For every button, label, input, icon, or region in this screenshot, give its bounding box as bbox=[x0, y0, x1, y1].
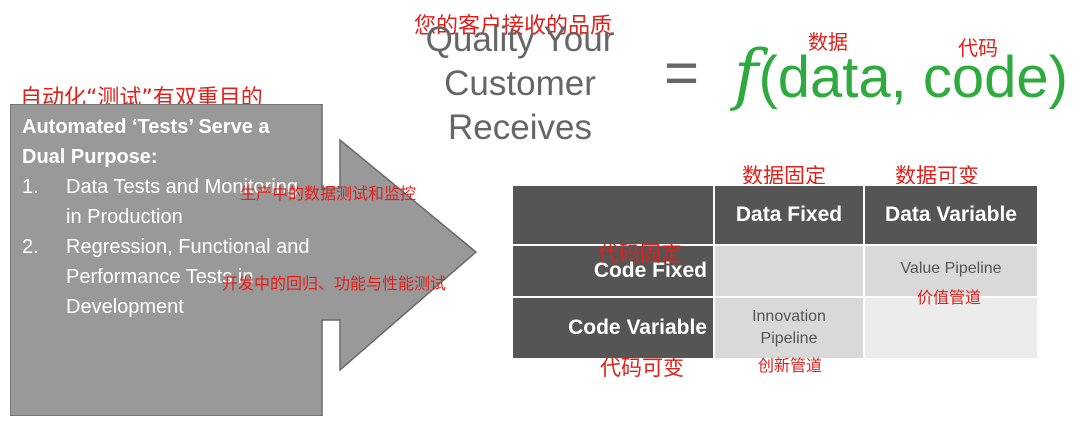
item-2-cn-annotation: 开发中的回归、功能与性能测试 bbox=[222, 274, 447, 293]
dual-purpose-arrow bbox=[10, 104, 480, 416]
col-header-data-variable: Data Variable bbox=[863, 184, 1039, 246]
title-cn-annotation: 您的客户接收的品质 bbox=[414, 14, 613, 39]
arrow-shape bbox=[10, 104, 478, 416]
equals-sign: = bbox=[664, 39, 700, 106]
data-variable-cn: 数据可变 bbox=[895, 164, 979, 188]
formula: f(data, code) bbox=[734, 36, 1068, 113]
matrix-header-row: Data Fixed Data Variable bbox=[511, 184, 1039, 246]
cell-code-fixed-data-fixed bbox=[713, 244, 865, 298]
list-item-text: Regression, Functional and Performance T… bbox=[66, 236, 310, 318]
row-header-code-variable: Code Variable bbox=[511, 296, 715, 360]
function-f: f bbox=[734, 36, 759, 113]
list-item-1: 1. Data Tests and Monitoring in Producti… bbox=[22, 172, 312, 232]
list-number: 2. bbox=[22, 236, 39, 258]
value-pipeline-label: Value Pipeline bbox=[900, 260, 1002, 277]
cell-innovation-pipeline: Innovation Pipeline bbox=[713, 296, 865, 360]
title-line-3: Receives bbox=[448, 108, 592, 147]
arrow-content: Automated ‘Tests’ Serve a Dual Purpose: … bbox=[22, 112, 312, 322]
innovation-pipeline-cn: 创新管道 bbox=[758, 356, 823, 375]
cell-value-pipeline: Value Pipeline bbox=[863, 244, 1039, 298]
code-variable-cn: 代码可变 bbox=[600, 356, 684, 380]
title-line-2: Customer bbox=[444, 64, 596, 103]
list-item-2: 2. Regression, Functional and Performanc… bbox=[22, 232, 312, 322]
arrow-title: Automated ‘Tests’ Serve a Dual Purpose: bbox=[22, 116, 270, 168]
matrix-row-code-variable: Code Variable Innovation Pipeline bbox=[511, 296, 1039, 360]
page-title: Quality Your Customer Receives bbox=[400, 18, 640, 150]
data-code-matrix: Data Fixed Data Variable Code Fixed Valu… bbox=[511, 184, 1039, 360]
row-header-code-fixed: Code Fixed bbox=[511, 244, 715, 298]
item-1-cn-annotation: 生产中的数据测试和监控 bbox=[240, 184, 417, 203]
data-fixed-cn: 数据固定 bbox=[742, 164, 826, 188]
corner-cell bbox=[511, 184, 715, 246]
matrix-row-code-fixed: Code Fixed Value Pipeline bbox=[511, 244, 1039, 298]
col-header-data-fixed: Data Fixed bbox=[713, 184, 865, 246]
data-cn-annotation: 数据 bbox=[808, 30, 848, 54]
formula-args: (data, code) bbox=[758, 45, 1068, 110]
value-pipeline-cn: 价值管道 bbox=[917, 288, 982, 307]
title-line-1: Quality Your bbox=[425, 20, 615, 59]
cell-code-variable-data-variable bbox=[863, 296, 1039, 360]
innovation-pipeline-label: Innovation Pipeline bbox=[752, 308, 826, 347]
code-fixed-cn: 代码固定 bbox=[598, 242, 682, 266]
code-cn-annotation: 代码 bbox=[958, 36, 998, 60]
list-item-text: Data Tests and Monitoring in Production bbox=[66, 176, 298, 228]
list-number: 1. bbox=[22, 176, 39, 198]
